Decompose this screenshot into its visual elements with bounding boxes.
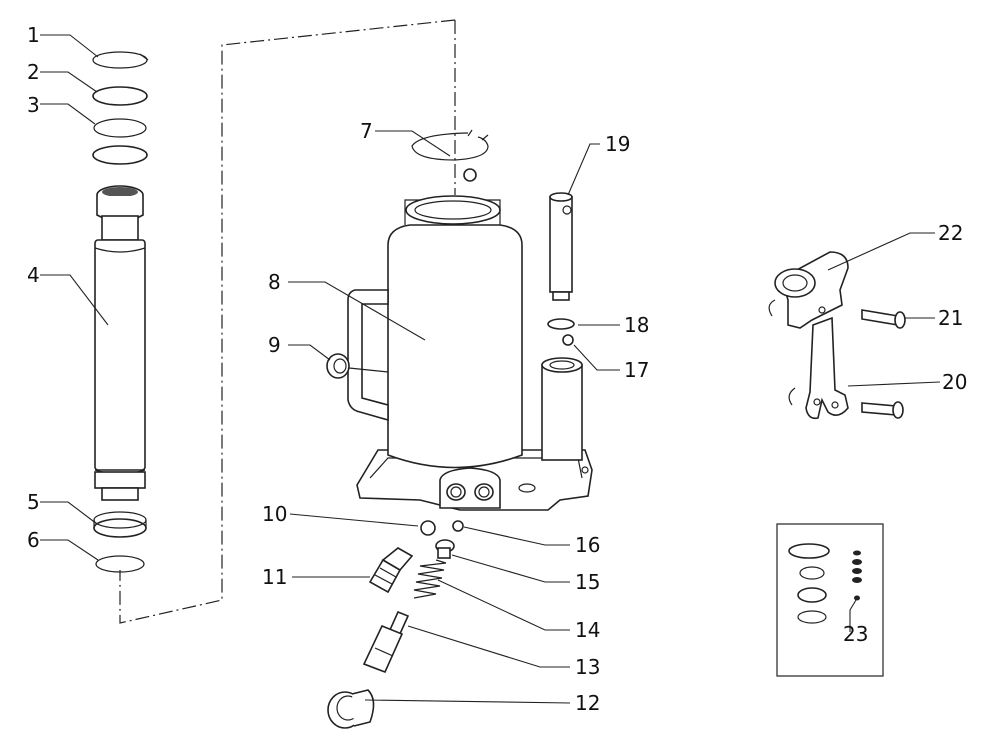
part-16-ball: [452, 520, 464, 532]
callout-2: 2: [27, 60, 40, 84]
leader-lines: [40, 34, 941, 704]
callout-16: 16: [575, 533, 600, 557]
part-19-pump-plunger: [549, 192, 573, 301]
part-12-knob: [327, 689, 375, 729]
part-20-link: [788, 316, 849, 420]
part-7-snap-ring: [411, 129, 489, 161]
callout-22: 22: [938, 221, 963, 245]
callout-12: 12: [575, 691, 600, 715]
callout-15: 15: [575, 570, 600, 594]
part-23-seal-kit: [776, 523, 884, 677]
callout-14: 14: [575, 618, 600, 642]
part-5-seal: [93, 511, 147, 538]
callout-10: 10: [262, 502, 287, 526]
part-10-ball: [420, 520, 436, 536]
part-9-plug: [326, 353, 389, 379]
part-11-valve-screw: [368, 547, 414, 594]
callout-21: 21: [938, 306, 963, 330]
part-1-snap-ring: [92, 51, 149, 69]
callout-labels: 1 2 3 4 5 6 7 8 9 10 11 12 13 14 15 16 1…: [27, 23, 967, 715]
part-18-seal: [547, 318, 575, 330]
part-3b-ring: [92, 145, 148, 165]
part-3-ring: [93, 118, 147, 138]
part-13-pump-piston: [362, 610, 410, 674]
callout-13: 13: [575, 655, 600, 679]
callout-7: 7: [360, 119, 373, 143]
part-14-spring: [413, 559, 447, 599]
part-8-reservoir: [347, 195, 593, 511]
part-15-valve-seat: [435, 539, 455, 559]
part-17-ball: [562, 334, 574, 346]
callout-1: 1: [27, 23, 40, 47]
callout-4: 4: [27, 263, 40, 287]
part-6-washer: [95, 555, 145, 573]
callout-9: 9: [268, 333, 281, 357]
ball-top: [463, 168, 477, 182]
callout-11: 11: [262, 565, 287, 589]
callout-20: 20: [942, 370, 967, 394]
callout-18: 18: [624, 313, 649, 337]
part-4-ram: [94, 185, 146, 501]
part-21-pin: [861, 309, 906, 329]
assembly-guide-line: [119, 19, 456, 624]
callout-3: 3: [27, 93, 40, 117]
callout-19: 19: [605, 132, 630, 156]
part-22-handle-socket: [768, 251, 849, 329]
callout-23: 23: [843, 622, 868, 646]
part-20b-pin: [861, 401, 904, 419]
callout-5: 5: [27, 490, 40, 514]
callout-6: 6: [27, 528, 40, 552]
callout-8: 8: [268, 270, 281, 294]
part-2-ring: [92, 86, 148, 106]
callout-17: 17: [624, 358, 649, 382]
